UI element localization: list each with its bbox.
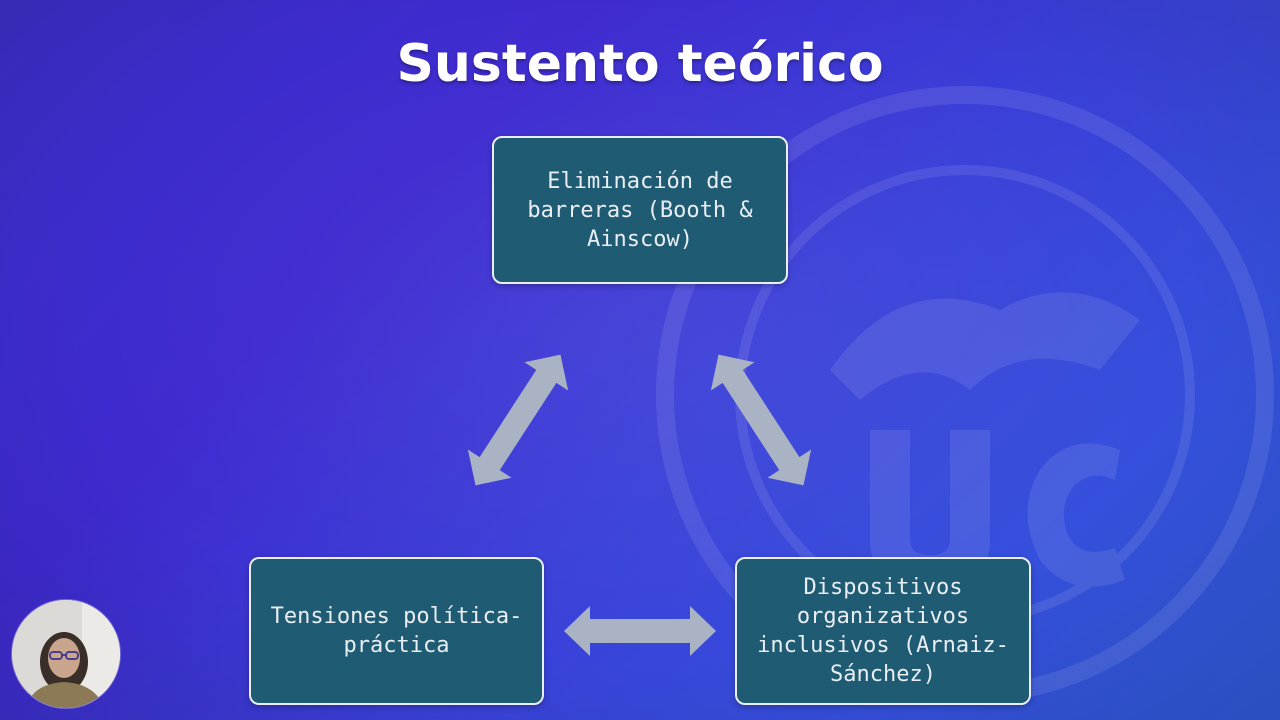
concept-box-devices-label: Dispositivos organizativos inclusivos (A… (757, 575, 1009, 687)
concept-box-devices: Dispositivos organizativos inclusivos (A… (735, 557, 1031, 705)
slide-title: Sustento teórico (396, 34, 884, 94)
double-arrow-right-diagonal-icon (710, 354, 812, 486)
concept-box-barriers-label: Eliminación de barreras (Booth & Ainscow… (527, 168, 753, 252)
concept-box-tensions-label: Tensiones política-práctica (270, 604, 523, 658)
presenter-webcam-avatar (12, 600, 120, 708)
concept-box-barriers: Eliminación de barreras (Booth & Ainscow… (492, 136, 788, 284)
presenter-avatar-icon (12, 600, 120, 708)
double-arrow-left-diagonal-icon (467, 354, 569, 486)
double-arrow-horizontal-icon (564, 606, 716, 656)
concept-box-tensions: Tensiones política-práctica (249, 557, 544, 705)
